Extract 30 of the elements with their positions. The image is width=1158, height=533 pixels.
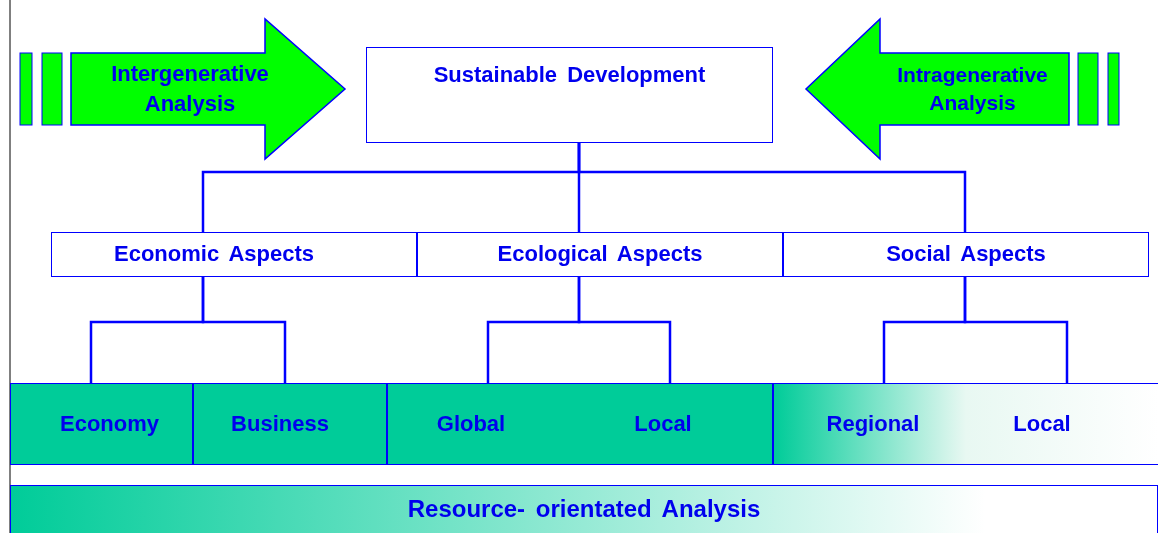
category-box: [580, 383, 773, 465]
connector-line: [577, 277, 672, 383]
arrow-label: Intragenerative Analysis: [896, 61, 1049, 116]
analysis-title: Resource- orientated Analysis: [407, 494, 761, 524]
box-label: Local: [1013, 409, 1071, 438]
text-box: [417, 232, 783, 277]
box-label: Global: [436, 409, 506, 438]
category-box: [10, 383, 193, 465]
analysis-bar: [10, 485, 1158, 533]
right-arrow-shape: [70, 18, 346, 160]
text-box: [51, 232, 417, 277]
connector-line: [963, 277, 1069, 383]
category-box: [193, 383, 387, 465]
box-label: Local: [634, 409, 692, 438]
connector-line: [577, 143, 967, 232]
text-box: [783, 232, 1149, 277]
box-label: Business: [231, 409, 329, 438]
connector-line: [201, 277, 287, 383]
left-arrow-shape: [805, 18, 1070, 160]
text-box: [366, 47, 773, 143]
arrow-label: Intergenerative Analysis: [110, 60, 270, 118]
category-box: [966, 383, 1158, 465]
box-label: Social Aspects: [886, 240, 1046, 269]
box-label: Economic Aspects: [114, 240, 314, 269]
box-label: Regional: [826, 409, 920, 438]
box-label: Sustainable Development: [433, 60, 706, 89]
box-label: Economy: [60, 409, 159, 438]
category-box: [773, 383, 966, 465]
category-box: [387, 383, 580, 465]
box-label: Ecological Aspects: [497, 240, 703, 269]
